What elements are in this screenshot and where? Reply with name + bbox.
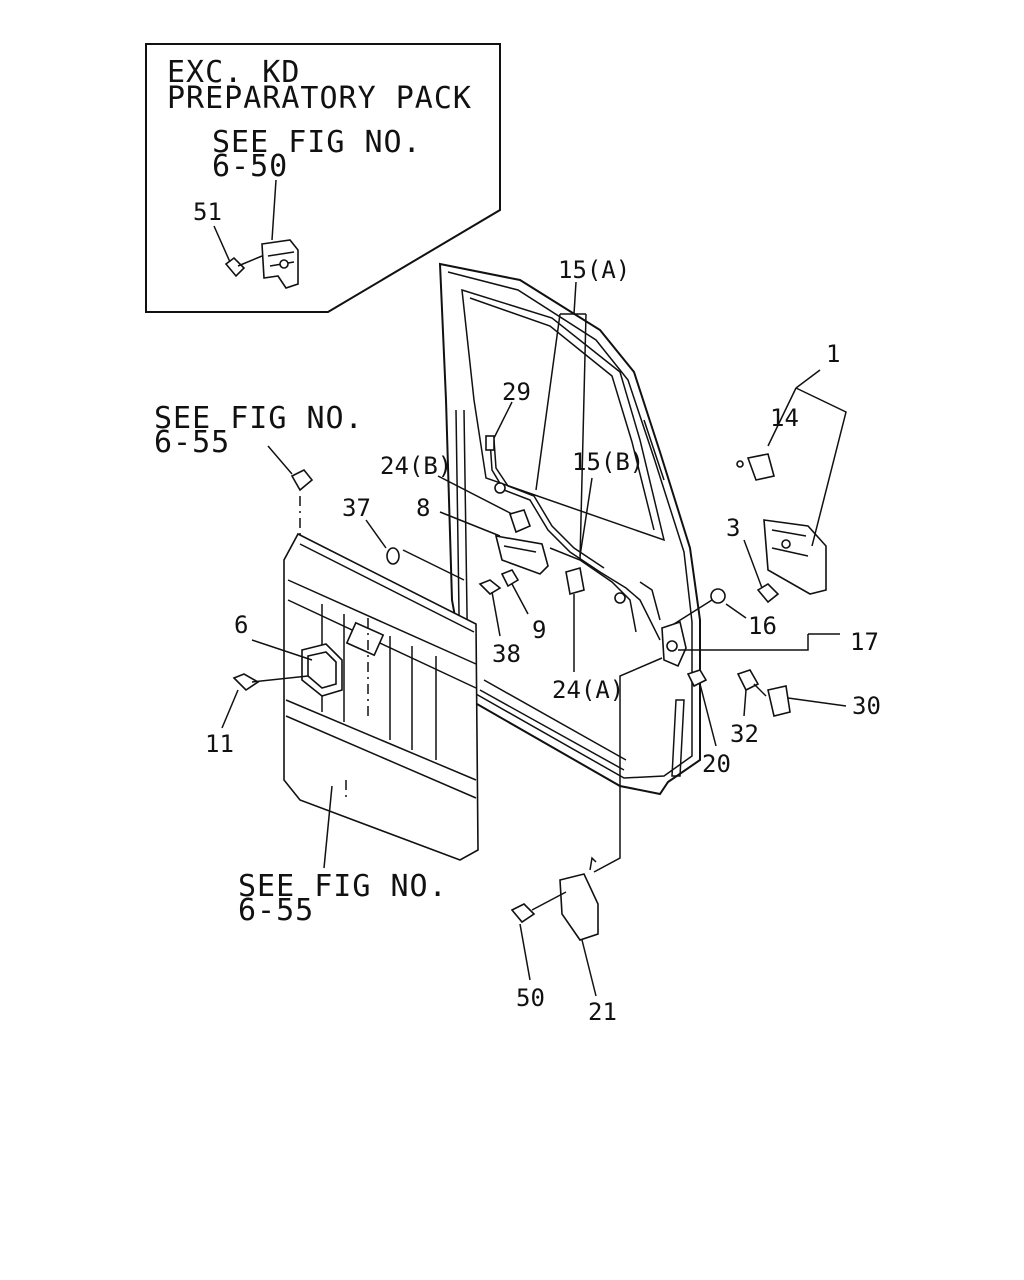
label-17: 17 (850, 628, 879, 656)
clip-30 (767, 685, 791, 717)
leader-1-stem (795, 369, 821, 389)
leader-50 (519, 923, 531, 981)
label-14: 14 (770, 404, 799, 432)
leader-38 (491, 591, 501, 637)
label-37: 37 (342, 494, 371, 522)
door-frame (438, 262, 701, 796)
inset-bolt-part (224, 255, 263, 278)
leader-15a (535, 313, 587, 561)
label-15a: 15(A) (558, 256, 630, 284)
inset-ref-line2: 6-50 (212, 149, 288, 184)
label-24b: 24(B) (380, 452, 452, 480)
screw-11 (232, 673, 309, 692)
label-16: 16 (748, 612, 777, 640)
screw-3 (756, 582, 780, 604)
label-50: 50 (516, 984, 545, 1012)
leader-17-lower (678, 634, 809, 651)
leader-29 (493, 401, 513, 439)
inset-box: EXC. KD PREPARATORY PACK SEE FIG NO. 6-5… (145, 43, 501, 313)
note-top-left-line1: SEE FIG NO. (154, 401, 364, 436)
lock-actuator-21 (559, 856, 599, 941)
handle-8 (494, 535, 549, 575)
label-21: 21 (588, 998, 617, 1026)
screw-32 (736, 669, 767, 697)
bolt-50 (510, 891, 567, 924)
note-bottom-line1: SEE FIG NO. (238, 869, 448, 904)
inset-title-line2: PREPARATORY PACK (167, 81, 472, 116)
label-38: 38 (492, 640, 521, 668)
leader-6 (251, 639, 313, 661)
grommet-37 (386, 547, 400, 565)
leader-32 (743, 689, 747, 717)
leader-30 (787, 697, 847, 707)
leader-20 (699, 683, 717, 747)
rod-clip-24a (565, 566, 585, 596)
label-1: 1 (826, 340, 840, 368)
leader-3 (743, 539, 763, 589)
label-20: 20 (702, 750, 731, 778)
label-32: 32 (730, 720, 759, 748)
rod-clip-24b (508, 509, 532, 534)
inner-handle-bezel (301, 643, 343, 697)
label-15b: 15(B) (572, 448, 644, 476)
bracket-14 (736, 453, 775, 481)
inset-ref-leader (271, 179, 277, 241)
inset-title-line1: EXC. KD (167, 55, 300, 90)
label-9: 9 (532, 616, 546, 644)
label-29: 29 (502, 378, 531, 406)
actuator-rod (593, 657, 663, 873)
note-bottom-line2: 6-55 (238, 893, 314, 928)
leader-15a-stem (573, 281, 577, 315)
leader-1 (767, 387, 847, 547)
label-3: 3 (726, 514, 740, 542)
clip-9 (500, 569, 520, 588)
label-30: 30 (852, 692, 881, 720)
leader-11 (221, 689, 239, 729)
leader-24b (437, 475, 513, 515)
inset-hinge-part (261, 239, 299, 289)
leader-15b (579, 477, 593, 557)
door-latch-17 (661, 620, 687, 668)
trim-clip (267, 445, 314, 492)
lock-rods (485, 435, 661, 641)
label-8: 8 (416, 494, 430, 522)
leader-21 (581, 939, 597, 997)
leader-16 (725, 603, 747, 619)
leader-8 (439, 511, 501, 537)
label-24a: 24(A) (552, 676, 624, 704)
leader-37 (365, 519, 387, 549)
leader-bottom-note (323, 785, 333, 869)
label-6: 6 (234, 611, 248, 639)
striker-16 (673, 588, 726, 625)
grommet-connector (402, 549, 465, 581)
note-top-left-line2: 6-55 (154, 425, 230, 460)
label-11: 11 (205, 730, 234, 758)
label-51: 51 (193, 198, 222, 226)
bolt-20 (686, 669, 708, 688)
leader-51 (213, 225, 231, 263)
inset-ref-line1: SEE FIG NO. (212, 125, 422, 160)
leader-9 (511, 583, 529, 615)
screw-38 (478, 579, 502, 596)
outer-handle-1 (763, 519, 827, 595)
